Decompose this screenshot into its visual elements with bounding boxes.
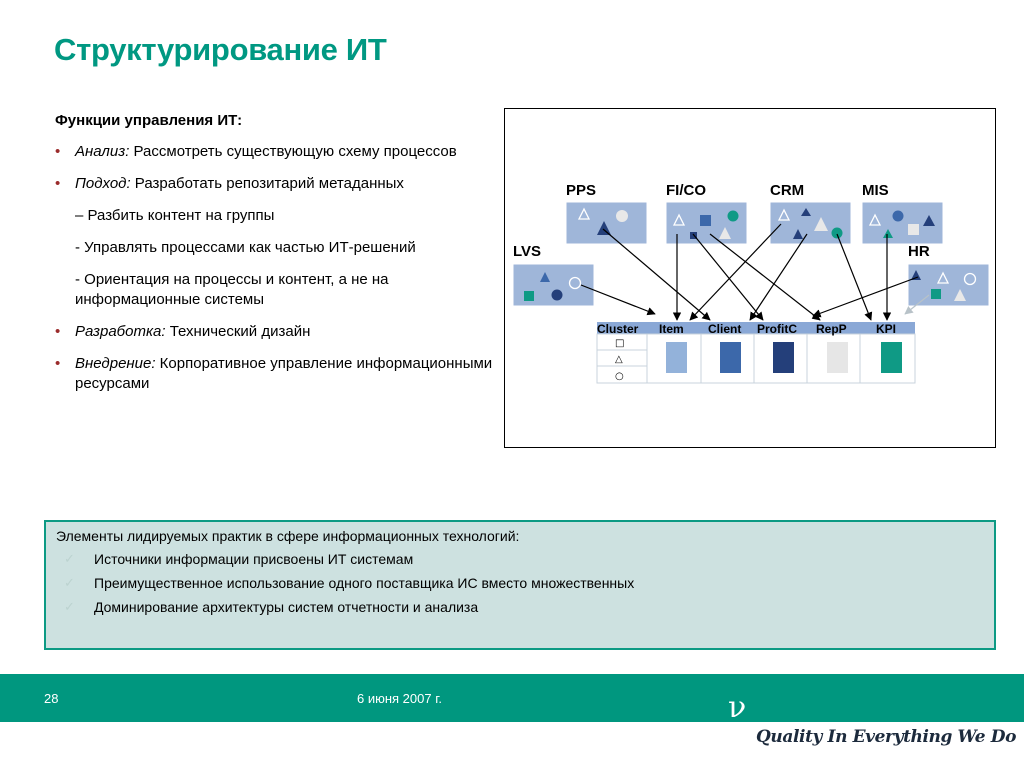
- bullet-label: Подход:: [75, 175, 131, 192]
- practices-heading: Элементы лидируемых практик в сфере инфо…: [56, 528, 520, 544]
- row-marker-circle: ○: [615, 371, 624, 382]
- system-label: LVS: [513, 243, 541, 260]
- system-box-fico: [665, 201, 748, 245]
- practice-item: ✓ Источники информации присвоены ИТ сист…: [56, 551, 984, 567]
- tagline: Quality In Everything We Do: [756, 727, 1017, 747]
- leading-practices-box: Элементы лидируемых практик в сфере инфо…: [44, 520, 996, 650]
- system-box-pps: [565, 201, 648, 245]
- slide-title: Структурирование ИТ: [54, 32, 387, 67]
- system-box-lvs: [512, 263, 595, 307]
- bullet-implementation: Внедрение: Корпоративное управление инфо…: [55, 354, 500, 394]
- sub-item: - Управлять процессами как частью ИТ-реш…: [75, 239, 416, 256]
- bullet-text: Рассмотреть существующую схему процессов: [129, 143, 457, 160]
- profitc-swatch: [773, 342, 794, 373]
- bullet-label: Внедрение:: [75, 355, 156, 372]
- client-swatch: [720, 342, 741, 373]
- system-label: PPS: [566, 182, 596, 199]
- functions-list: Функции управления ИТ: Анализ: Рассмотре…: [55, 112, 500, 406]
- system-box-crm: [769, 201, 852, 245]
- bullet-text: Технический дизайн: [165, 323, 311, 340]
- bullet-text: Разработать репозитарий метаданных: [130, 175, 404, 192]
- column-header: Cluster: [597, 322, 639, 336]
- bullet-text: Корпоративное управление информационными…: [75, 355, 493, 392]
- check-icon: ✓: [64, 599, 75, 614]
- column-header: RepP: [816, 322, 847, 336]
- kpi-swatch: [881, 342, 902, 373]
- logo-icon: ν: [728, 690, 747, 725]
- footer-bar: [0, 674, 1024, 722]
- system-box-mis: [861, 201, 944, 245]
- system-box-hr: [907, 263, 990, 307]
- bullet-development: Разработка: Технический дизайн: [55, 322, 500, 342]
- column-header: Client: [708, 322, 741, 336]
- system-label: MIS: [862, 182, 889, 199]
- mapping-arrow-light: [904, 294, 930, 315]
- bullet-label: Анализ:: [75, 143, 130, 160]
- sub-item: - Ориентация на процессы и контент, а не…: [75, 271, 389, 308]
- column-header: Item: [659, 322, 684, 336]
- mapping-arrows: [580, 223, 919, 321]
- metadata-diagram: PPS FI/CO CRM MIS LVS HR: [504, 108, 996, 448]
- column-header: ProfitC: [757, 322, 797, 336]
- system-label: FI/CO: [666, 182, 706, 199]
- practice-text: Доминирование архитектуры систем отчетно…: [94, 599, 479, 615]
- practice-text: Источники информации присвоены ИТ систем…: [94, 551, 414, 567]
- diagram-canvas: PPS FI/CO CRM MIS LVS HR: [512, 182, 990, 384]
- slide-date: 6 июня 2007 г.: [357, 691, 442, 706]
- metadata-table: Cluster Item Client ProfitC RepP KPI □ △…: [596, 322, 916, 384]
- functions-heading: Функции управления ИТ:: [55, 112, 243, 129]
- practice-item: ✓ Преимущественное использование одного …: [56, 575, 984, 591]
- page-number: 28: [44, 691, 59, 706]
- bullet-analysis: Анализ: Рассмотреть существующую схему п…: [55, 142, 500, 162]
- practice-item: ✓ Доминирование архитектуры систем отчет…: [56, 599, 984, 615]
- system-label: HR: [908, 243, 930, 260]
- item-swatch: [666, 342, 687, 373]
- sub-item: – Разбить контент на группы: [75, 207, 275, 224]
- check-icon: ✓: [64, 551, 75, 566]
- column-header: KPI: [876, 322, 896, 336]
- row-marker-triangle: △: [615, 354, 623, 365]
- bullet-label: Разработка:: [75, 323, 166, 340]
- repp-swatch: [827, 342, 848, 373]
- system-label: CRM: [770, 182, 804, 199]
- bullet-approach: Подход: Разработать репозитарий метаданн…: [55, 174, 500, 194]
- practice-text: Преимущественное использование одного по…: [94, 575, 635, 591]
- check-icon: ✓: [64, 575, 75, 590]
- row-marker-square: □: [615, 338, 624, 349]
